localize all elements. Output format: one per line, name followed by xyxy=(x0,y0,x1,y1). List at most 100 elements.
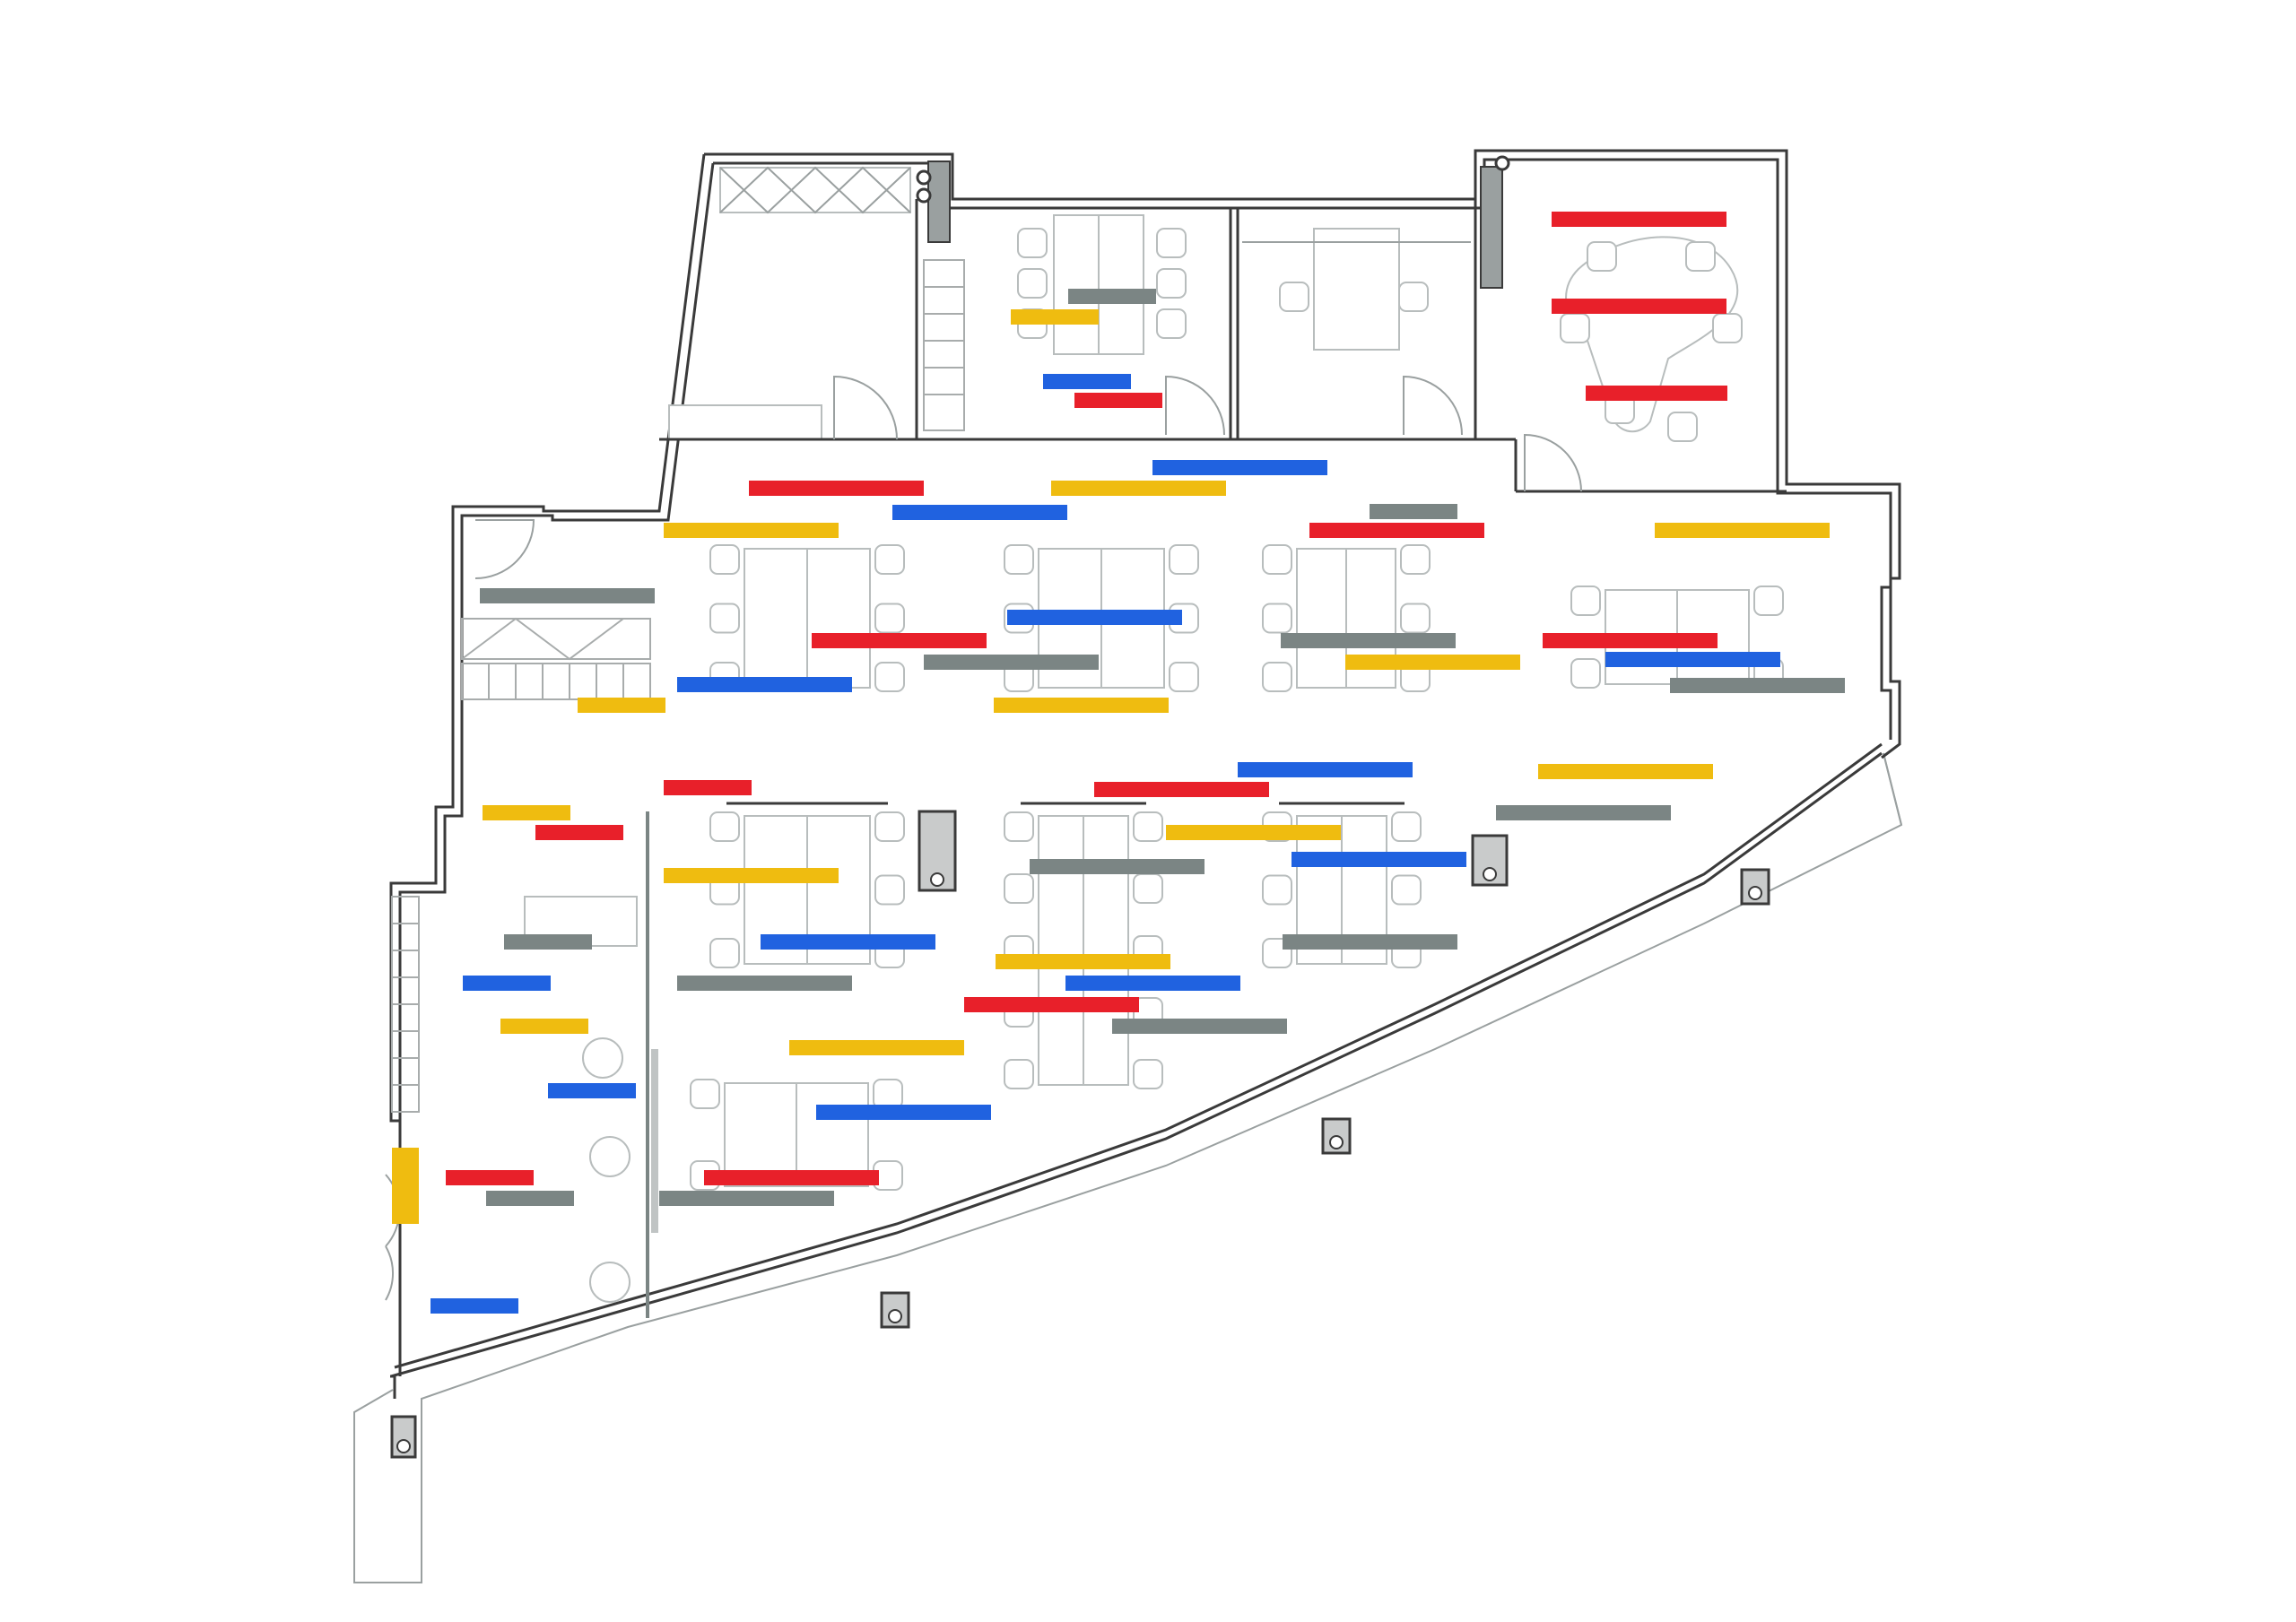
red-bar xyxy=(812,633,987,648)
chair-icon xyxy=(1156,228,1187,258)
blue-bar xyxy=(677,677,852,692)
red-bar xyxy=(1094,782,1269,797)
desk-cluster xyxy=(1004,802,1163,1089)
chair-icon xyxy=(1400,544,1431,575)
chair-icon xyxy=(1398,282,1429,312)
gray-bar xyxy=(924,655,1099,670)
structural-columns xyxy=(390,810,1770,1459)
occupancy-bars xyxy=(392,212,1845,1314)
blue-bar xyxy=(1065,976,1240,991)
chair-icon xyxy=(874,662,905,692)
blue-bar xyxy=(1043,374,1131,389)
chair-icon xyxy=(1004,1059,1034,1089)
yellow-bar xyxy=(483,805,570,820)
red-bar xyxy=(1074,393,1162,408)
red-bar xyxy=(446,1170,534,1185)
yellow-bar xyxy=(664,868,839,883)
chair-icon xyxy=(1262,603,1292,634)
meeting-room-1 xyxy=(923,214,1225,436)
blue-bar xyxy=(1238,762,1413,777)
red-bar xyxy=(1552,299,1726,314)
red-bar xyxy=(749,481,924,496)
red-bar xyxy=(1586,386,1727,401)
column-icon xyxy=(1471,834,1509,887)
chair-icon xyxy=(874,811,905,842)
gray-bar xyxy=(486,1191,574,1206)
yellow-bar xyxy=(664,523,839,538)
yellow-bar xyxy=(578,698,665,713)
red-bar xyxy=(535,825,623,840)
chair-icon xyxy=(1570,585,1601,616)
chair-icon xyxy=(1753,585,1784,616)
service-shafts xyxy=(916,155,1510,289)
chair-icon xyxy=(1685,241,1716,272)
yellow-bar xyxy=(1538,764,1713,779)
chair-icon xyxy=(690,1079,720,1109)
chair-icon xyxy=(1133,811,1163,842)
chair-icon xyxy=(709,544,740,575)
blue-bar xyxy=(761,934,935,950)
chair-icon xyxy=(1004,873,1034,904)
chair-icon xyxy=(1004,544,1034,575)
chair-icon xyxy=(1133,873,1163,904)
gray-bar xyxy=(1112,1019,1287,1034)
yellow-bar xyxy=(392,1148,419,1224)
boardroom xyxy=(1524,236,1739,492)
yellow-bar xyxy=(1166,825,1341,840)
chair-icon xyxy=(1133,1059,1163,1089)
yellow-bar xyxy=(1655,523,1830,538)
blue-bar xyxy=(463,976,551,991)
chair-icon xyxy=(874,603,905,634)
blue-bar xyxy=(892,505,1067,520)
yellow-bar xyxy=(789,1040,964,1055)
chair-icon xyxy=(1391,874,1422,906)
chair-icon xyxy=(1712,313,1743,343)
gray-bar xyxy=(1030,859,1205,874)
blue-bar xyxy=(1152,460,1327,475)
blue-bar xyxy=(1605,652,1780,667)
yellow-bar xyxy=(1345,655,1520,670)
column-icon xyxy=(918,810,957,892)
chair-icon xyxy=(1262,544,1292,575)
blue-bar xyxy=(816,1105,991,1120)
blue-bar xyxy=(430,1298,518,1314)
chair-icon xyxy=(1017,268,1048,299)
storage-room xyxy=(664,166,911,441)
chair-icon xyxy=(1156,308,1187,339)
chair-icon xyxy=(1004,811,1034,842)
gray-bar xyxy=(1283,934,1457,950)
gray-bar xyxy=(1670,678,1845,693)
chair-icon xyxy=(1279,282,1309,312)
chair-icon xyxy=(1400,603,1431,634)
chair-icon xyxy=(1391,811,1422,842)
gray-bar xyxy=(659,1191,834,1206)
chair-icon xyxy=(709,603,740,634)
chair-icon xyxy=(1262,662,1292,692)
chair-icon xyxy=(1169,662,1199,692)
yellow-bar xyxy=(994,698,1169,713)
column-icon xyxy=(1321,1117,1352,1155)
red-bar xyxy=(1543,633,1718,648)
column-icon xyxy=(1740,868,1770,906)
meeting-room-2 xyxy=(1242,228,1471,436)
gray-bar xyxy=(1281,633,1456,648)
red-bar xyxy=(964,997,1139,1012)
chair-icon xyxy=(1262,874,1292,906)
column-icon xyxy=(390,1415,417,1459)
yellow-bar xyxy=(1011,309,1099,325)
desk-cluster xyxy=(1262,544,1431,692)
chair-icon xyxy=(709,811,740,842)
chair-icon xyxy=(874,544,905,575)
chair-icon xyxy=(1587,241,1617,272)
gray-bar xyxy=(504,934,592,950)
chair-icon xyxy=(1156,268,1187,299)
yellow-bar xyxy=(500,1019,588,1034)
terrace-outline xyxy=(353,752,1903,1583)
chair-icon xyxy=(1667,412,1698,442)
gray-bar xyxy=(677,976,852,991)
blue-bar xyxy=(548,1083,636,1098)
yellow-bar xyxy=(1051,481,1226,496)
red-bar xyxy=(704,1170,879,1185)
